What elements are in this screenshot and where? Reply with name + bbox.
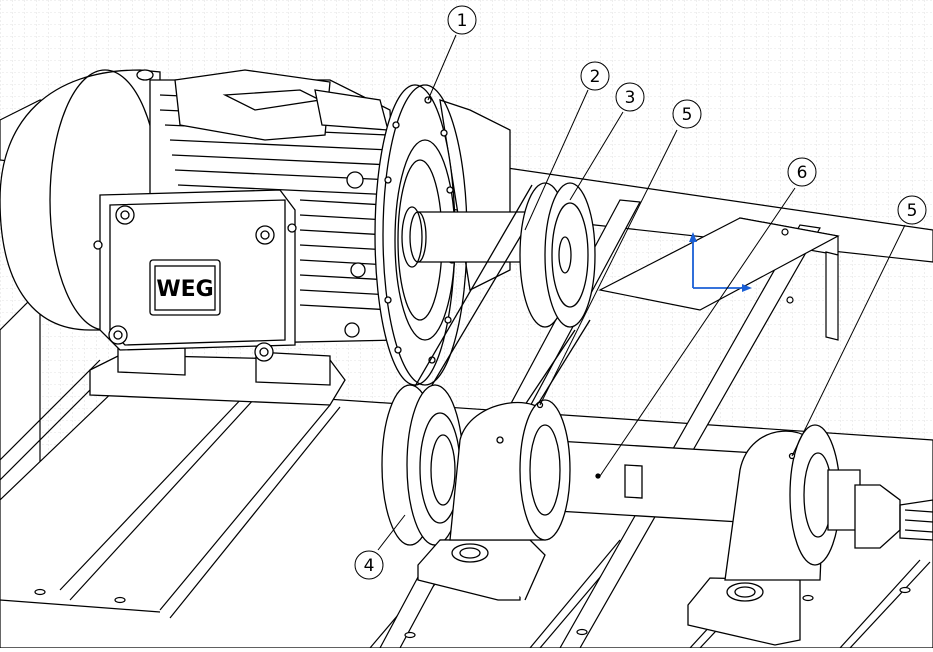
callout-1-label: 1 <box>457 11 468 31</box>
mounting-bracket <box>598 217 840 341</box>
motor-brand-logo: WEG <box>156 277 213 302</box>
drive-pulley <box>519 182 596 328</box>
callout-2: 2 <box>580 61 610 91</box>
callout-1: 1 <box>447 5 477 35</box>
callout-leaders <box>377 34 906 551</box>
callout-4-label: 4 <box>364 556 375 576</box>
callout-4: 4 <box>354 550 384 580</box>
coordinate-axes-icon <box>689 232 752 292</box>
callout-3: 3 <box>615 82 645 112</box>
callout-6-label: 6 <box>797 163 808 183</box>
driven-pulley <box>381 384 464 546</box>
motor-flange <box>374 84 511 386</box>
pillow-block-bearing-left <box>417 399 571 601</box>
callout-2-label: 2 <box>590 67 601 87</box>
callout-6: 6 <box>787 157 817 187</box>
callout-5b: 5 <box>897 195 927 225</box>
callout-3-label: 3 <box>625 88 636 108</box>
electric-motor: WEG <box>0 69 401 406</box>
callout-5a-label: 5 <box>682 105 693 125</box>
callout-5b-label: 5 <box>907 201 918 221</box>
callout-5a: 5 <box>672 99 702 129</box>
pillow-block-bearing-right <box>687 424 933 646</box>
